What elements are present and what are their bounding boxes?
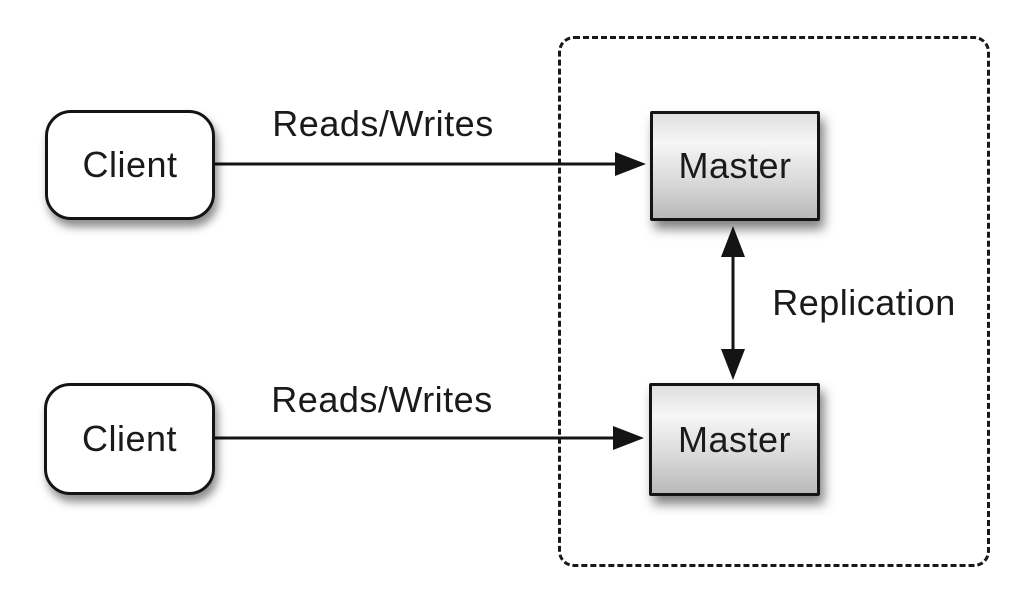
edge-label-reads-writes-bottom: Reads/Writes xyxy=(271,379,493,420)
node-master-bottom: Master xyxy=(649,383,820,496)
edge-label-reads-writes-top: Reads/Writes xyxy=(272,103,494,144)
node-client-top-label: Client xyxy=(82,144,178,185)
edge-label-replication: Replication xyxy=(772,282,956,323)
node-master-top: Master xyxy=(650,111,820,221)
node-master-top-label: Master xyxy=(678,145,792,186)
node-client-bottom-label: Client xyxy=(81,418,178,459)
node-master-bottom-label: Master xyxy=(677,418,792,460)
node-client-bottom: Client xyxy=(44,383,215,495)
replication-cluster-boundary xyxy=(558,36,990,567)
node-client-top: Client xyxy=(45,110,215,220)
